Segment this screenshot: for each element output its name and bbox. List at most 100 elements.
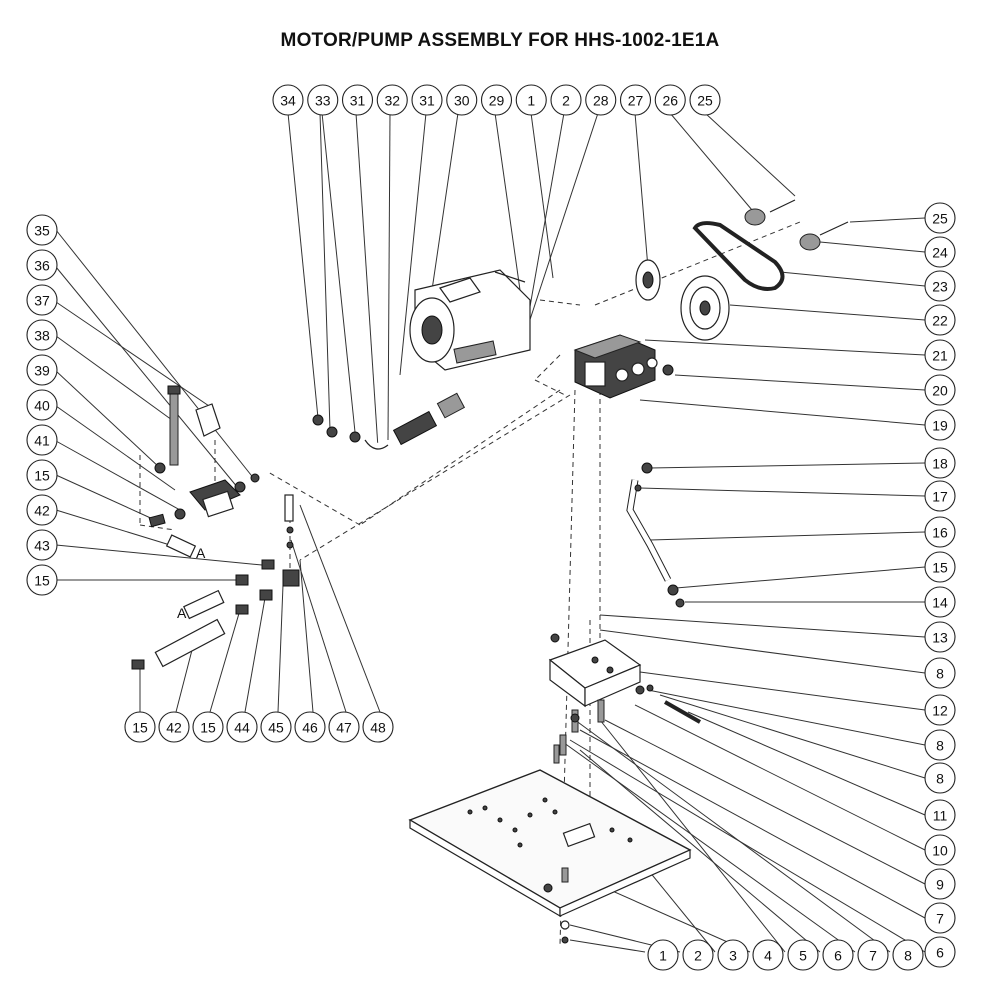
callout-number: 38	[34, 328, 50, 344]
callout-circle	[924, 409, 956, 441]
callout-circle	[924, 902, 956, 934]
callout-circle	[924, 621, 956, 653]
callout-circle	[924, 762, 956, 794]
callout-right-10: 15	[924, 551, 956, 583]
callout-left-5: 40	[26, 389, 58, 421]
tee-and-hoses	[131, 494, 300, 670]
callout-right-3: 22	[924, 304, 956, 336]
callout-circle	[26, 354, 58, 386]
callout-bottom-left-4: 45	[260, 711, 292, 743]
callout-number: 44	[234, 720, 250, 736]
callout-number: 43	[34, 538, 50, 554]
callout-number: 15	[34, 573, 50, 589]
callout-left-1: 36	[26, 249, 58, 281]
callout-circle	[515, 84, 547, 116]
callout-right-9: 16	[924, 516, 956, 548]
callout-number: 7	[936, 911, 944, 927]
section-mark-a-upper: A	[196, 545, 206, 561]
callout-circle	[924, 834, 956, 866]
callout-number: 15	[932, 560, 948, 576]
callout-bottom-left-2: 15	[192, 711, 224, 743]
callout-circle	[924, 936, 956, 968]
callout-circle	[376, 84, 408, 116]
callout-top-11: 26	[654, 84, 686, 116]
callout-bottom-left-0: 15	[124, 711, 156, 743]
callout-number: 34	[280, 93, 296, 109]
callout-right-14: 12	[924, 694, 956, 726]
callout-number: 35	[34, 223, 50, 239]
callout-circle	[924, 374, 956, 406]
callout-circle	[192, 711, 224, 743]
callout-number: 19	[932, 418, 948, 434]
callout-left-8: 42	[26, 494, 58, 526]
callout-bottom-1: 2	[682, 939, 714, 971]
callout-top-3: 32	[376, 84, 408, 116]
callout-right-5: 20	[924, 374, 956, 406]
callout-number: 18	[932, 456, 948, 472]
callout-circle	[924, 586, 956, 618]
callout-number: 25	[932, 211, 948, 227]
callout-right-13: 8	[924, 657, 956, 689]
callout-circle	[158, 711, 190, 743]
callout-circle	[924, 868, 956, 900]
callout-right-7: 18	[924, 447, 956, 479]
callout-circle	[226, 711, 258, 743]
callout-number: 42	[34, 503, 50, 519]
callout-circle	[924, 657, 956, 689]
callout-number: 39	[34, 363, 50, 379]
callout-number: 13	[932, 630, 948, 646]
callout-circle	[26, 284, 58, 316]
callout-circle	[924, 270, 956, 302]
mounting-bracket	[548, 633, 701, 756]
callout-circle	[26, 424, 58, 456]
callout-bottom-4: 5	[787, 939, 819, 971]
callout-right-20: 7	[924, 902, 956, 934]
callout-number: 8	[904, 948, 912, 964]
callout-number: 15	[34, 468, 50, 484]
callout-top-4: 31	[411, 84, 443, 116]
callout-number: 40	[34, 398, 50, 414]
callout-bottom-2: 3	[717, 939, 749, 971]
callout-right-21: 6	[924, 936, 956, 968]
callout-number: 2	[562, 93, 570, 109]
callout-left-3: 38	[26, 319, 58, 351]
callout-number: 9	[936, 877, 944, 893]
callout-circle	[272, 84, 304, 116]
callout-right-17: 11	[924, 799, 956, 831]
callout-number: 17	[932, 489, 948, 505]
callout-number: 47	[336, 720, 352, 736]
callout-number: 25	[697, 93, 713, 109]
callout-left-10: 15	[26, 564, 58, 596]
callout-number: 23	[932, 279, 948, 295]
callout-number: 8	[936, 666, 944, 682]
callout-bottom-left-7: 48	[362, 711, 394, 743]
callout-circle	[924, 304, 956, 336]
callout-circle	[924, 339, 956, 371]
callout-number: 48	[370, 720, 386, 736]
callout-top-9: 28	[585, 84, 617, 116]
callout-top-8: 2	[550, 84, 582, 116]
callout-top-1: 33	[307, 84, 339, 116]
callout-top-7: 1	[515, 84, 547, 116]
callout-number: 1	[527, 93, 535, 109]
callout-number: 8	[936, 738, 944, 754]
callout-bottom-left-6: 47	[328, 711, 360, 743]
callout-number: 30	[454, 93, 470, 109]
callout-circle	[654, 84, 686, 116]
callout-number: 29	[489, 93, 505, 109]
callout-circle	[857, 939, 889, 971]
callout-bottom-left-1: 42	[158, 711, 190, 743]
callout-circle	[26, 214, 58, 246]
pump	[573, 334, 674, 399]
callout-right-6: 19	[924, 409, 956, 441]
callout-top-12: 25	[689, 84, 721, 116]
callout-number: 15	[132, 720, 148, 736]
callout-right-18: 10	[924, 834, 956, 866]
unloader-valve	[148, 385, 260, 558]
callout-right-1: 24	[924, 236, 956, 268]
callout-right-11: 14	[924, 586, 956, 618]
diagram-title: MOTOR/PUMP ASSEMBLY FOR HHS-1002-1E1A	[280, 30, 720, 51]
callout-top-6: 29	[480, 84, 513, 116]
callout-number: 33	[315, 93, 331, 109]
